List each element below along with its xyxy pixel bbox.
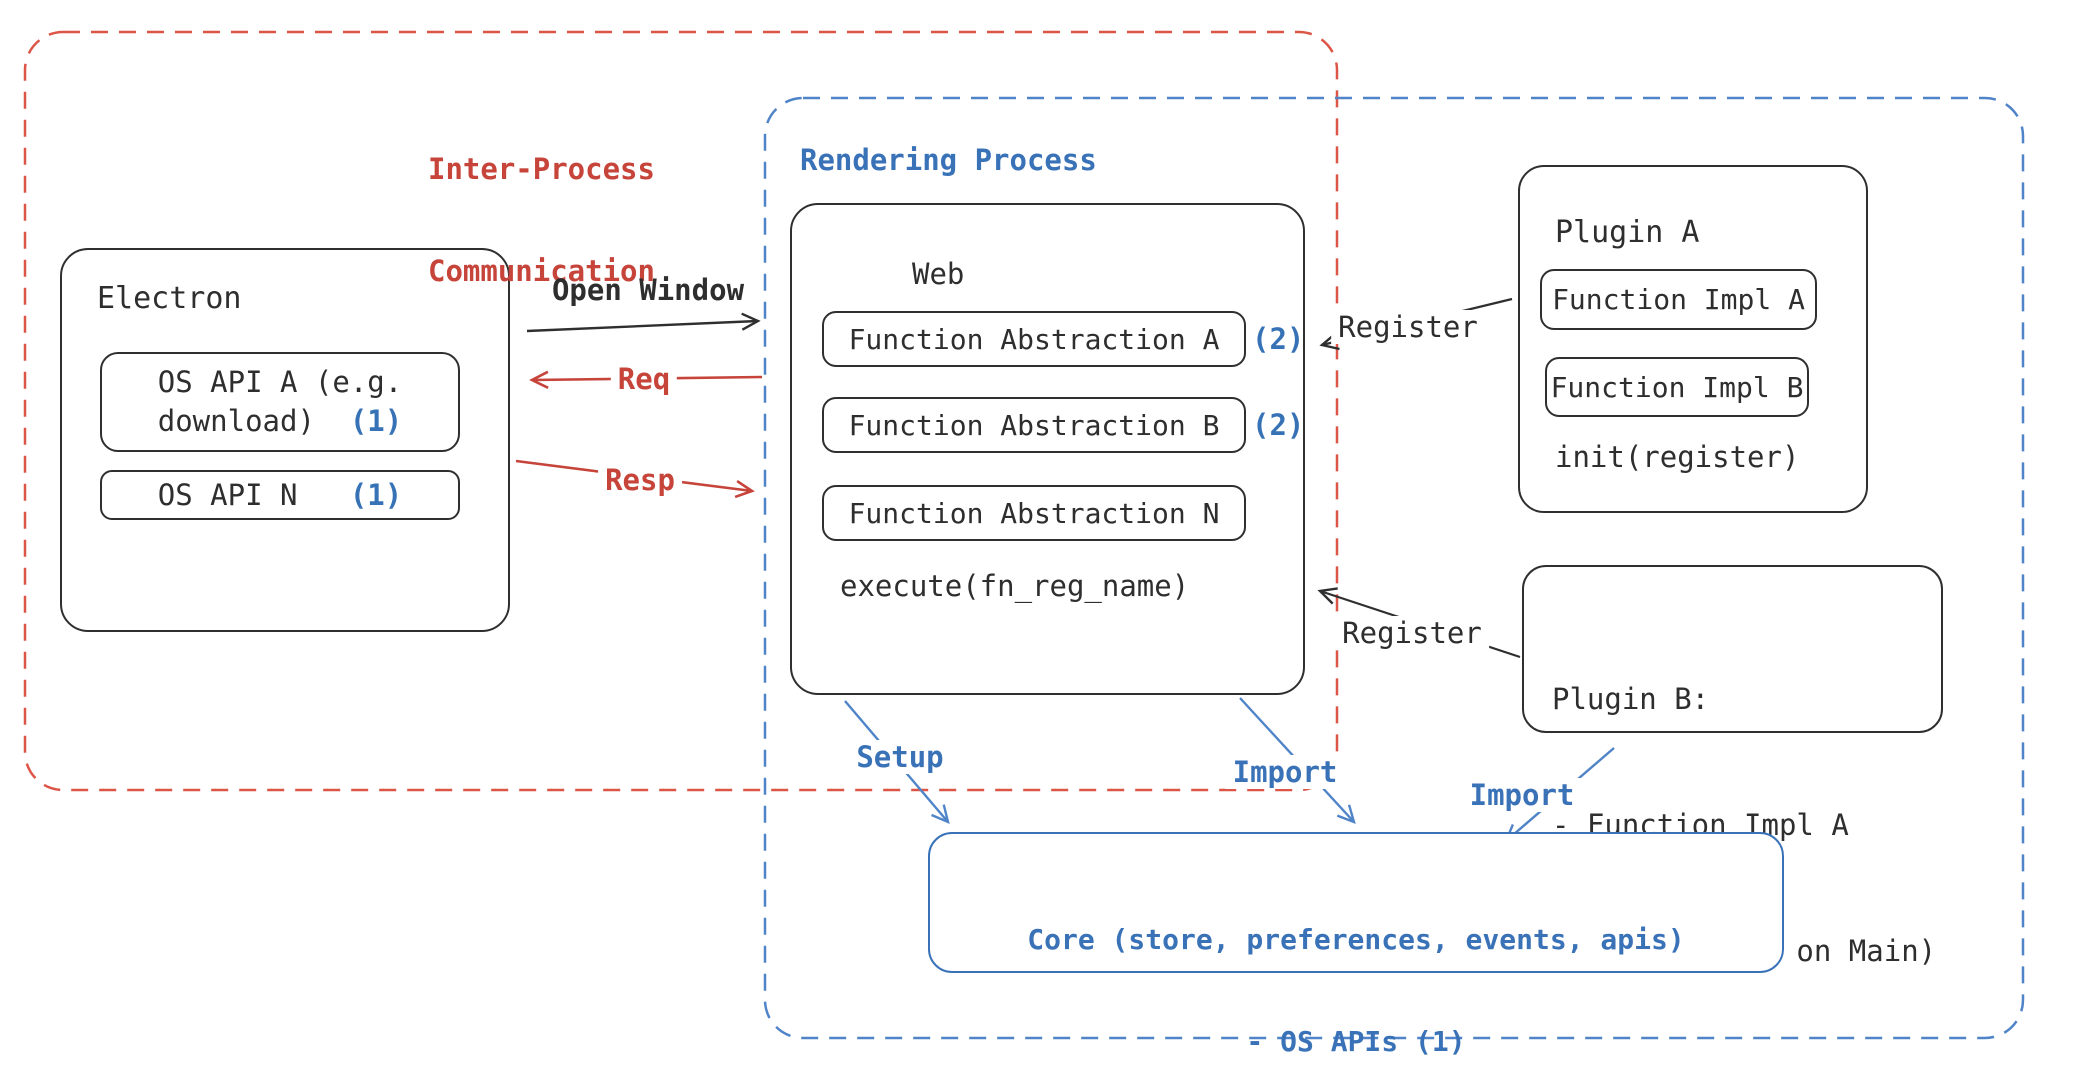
ipc-label-line2: Communication <box>428 254 655 288</box>
resp-label: Resp <box>598 463 682 497</box>
rendering-region-label: Rendering Process <box>800 143 1097 177</box>
function-abstraction-n-box: Function Abstraction N <box>822 485 1246 541</box>
web-title: Web <box>912 257 965 291</box>
import-web-label: Import <box>1225 755 1345 789</box>
fn-a-marker: (2) <box>1252 322 1305 356</box>
plugin-a-title: Plugin A <box>1555 215 1700 250</box>
web-box: Web Function Abstraction A Function Abst… <box>790 203 1305 695</box>
electron-box: Electron OS API A (e.g. download) (1) OS… <box>60 248 510 632</box>
os-api-n-marker: (1) <box>349 478 403 512</box>
plugin-b-box: Plugin B: - Function Impl A - Module (ru… <box>1522 565 1943 968</box>
plugin-a-impl-b-box: Function Impl B <box>1545 357 1809 417</box>
os-api-n-box: OS API N (1) <box>100 470 460 520</box>
req-label: Req <box>610 362 678 396</box>
core-line1: Core (store, preferences, events, apis) <box>1027 923 1685 956</box>
open-window-arrow <box>526 312 761 333</box>
os-api-a-marker: (1) <box>349 404 403 438</box>
ipc-label-line1: Inter-Process <box>428 152 655 186</box>
execute-label: execute(fn_reg_name) <box>840 569 1190 603</box>
plugin-b-title: Plugin B: <box>1552 682 1710 716</box>
fn-b-marker: (2) <box>1252 408 1305 442</box>
os-api-a-line2: download) <box>157 404 315 438</box>
rendering-region-border <box>763 96 2025 1040</box>
register-a-label: Register <box>1331 310 1485 344</box>
setup-label: Setup <box>849 740 951 774</box>
ipc-region-label: Inter-Process Communication <box>428 84 655 356</box>
function-abstraction-b-box: Function Abstraction B <box>822 397 1246 453</box>
os-api-a-line1: OS API A (e.g. <box>157 365 403 399</box>
core-line2: - OS APIs (1) <box>1246 1025 1466 1058</box>
os-api-n-label: OS API N <box>157 478 298 512</box>
register-b-label: Register <box>1335 616 1489 650</box>
core-box: Core (store, preferences, events, apis) … <box>928 832 1784 1058</box>
plugin-a-init-label: init(register) <box>1555 440 1800 474</box>
function-abstraction-a-box: Function Abstraction A <box>822 311 1246 367</box>
import-plugin-label: Import <box>1462 778 1582 812</box>
os-api-a-box: OS API A (e.g. download) (1) <box>100 352 460 452</box>
ipc-region-border <box>23 30 1339 792</box>
plugin-a-impl-a-box: Function Impl A <box>1540 269 1817 330</box>
electron-title: Electron <box>97 281 242 316</box>
open-window-label: Open Window <box>551 273 745 307</box>
plugin-a-box: Plugin A Function Impl A Function Impl B… <box>1518 165 1868 513</box>
